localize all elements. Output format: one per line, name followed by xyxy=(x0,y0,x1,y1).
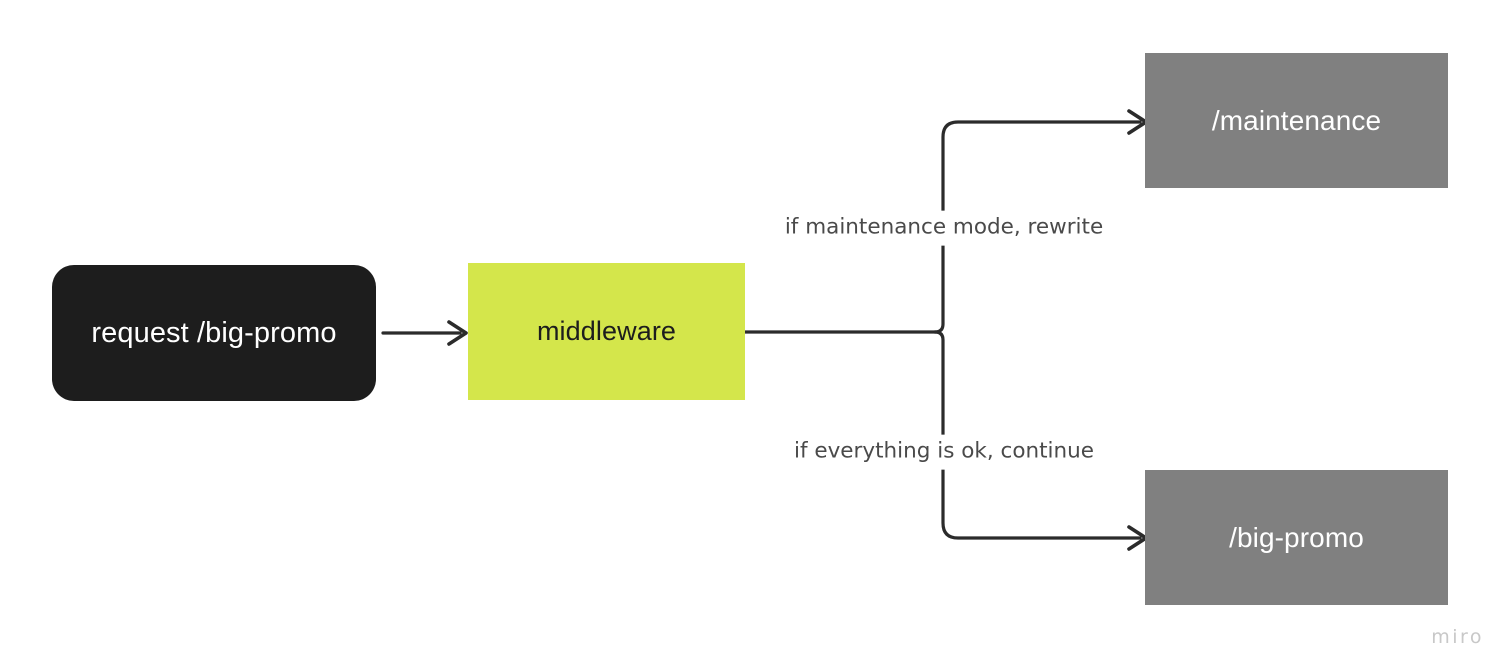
node-maintenance[interactable]: /maintenance xyxy=(1145,53,1448,188)
edge-request-to-middleware xyxy=(381,320,468,346)
edge-label-maintenance[interactable]: if maintenance mode, rewrite xyxy=(777,210,1111,246)
node-middleware-label: middleware xyxy=(536,316,677,347)
node-bigpromo-label: /big-promo xyxy=(1229,521,1364,553)
miro-watermark: miro xyxy=(1431,626,1484,648)
node-middleware[interactable]: middleware xyxy=(468,263,745,400)
node-maintenance-label: /maintenance xyxy=(1211,104,1382,136)
node-request[interactable]: request /big-promo xyxy=(52,265,376,401)
node-request-label: request /big-promo xyxy=(91,316,337,349)
edge-label-bigpromo[interactable]: if everything is ok, continue xyxy=(786,434,1102,470)
node-bigpromo[interactable]: /big-promo xyxy=(1145,470,1448,605)
